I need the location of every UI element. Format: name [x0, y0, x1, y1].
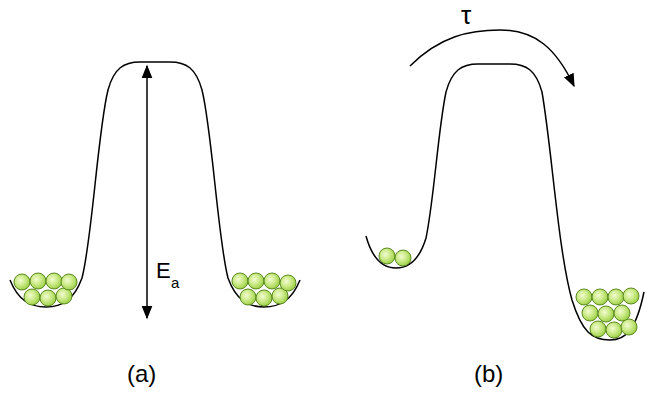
energy-subscript: a	[171, 275, 179, 290]
time-symbol: τ	[461, 2, 471, 28]
transition-arrow	[410, 30, 574, 86]
particle-group	[576, 288, 639, 338]
particle-group	[232, 273, 296, 306]
energy-arrow	[146, 66, 148, 318]
particle-group	[379, 248, 411, 266]
panel-label: (a)	[127, 362, 156, 386]
double-well-curve	[366, 64, 644, 340]
energy-symbol: E	[156, 260, 171, 282]
particle-group	[14, 273, 77, 306]
double-well-curve	[10, 62, 300, 307]
panel-label: (b)	[474, 362, 503, 386]
